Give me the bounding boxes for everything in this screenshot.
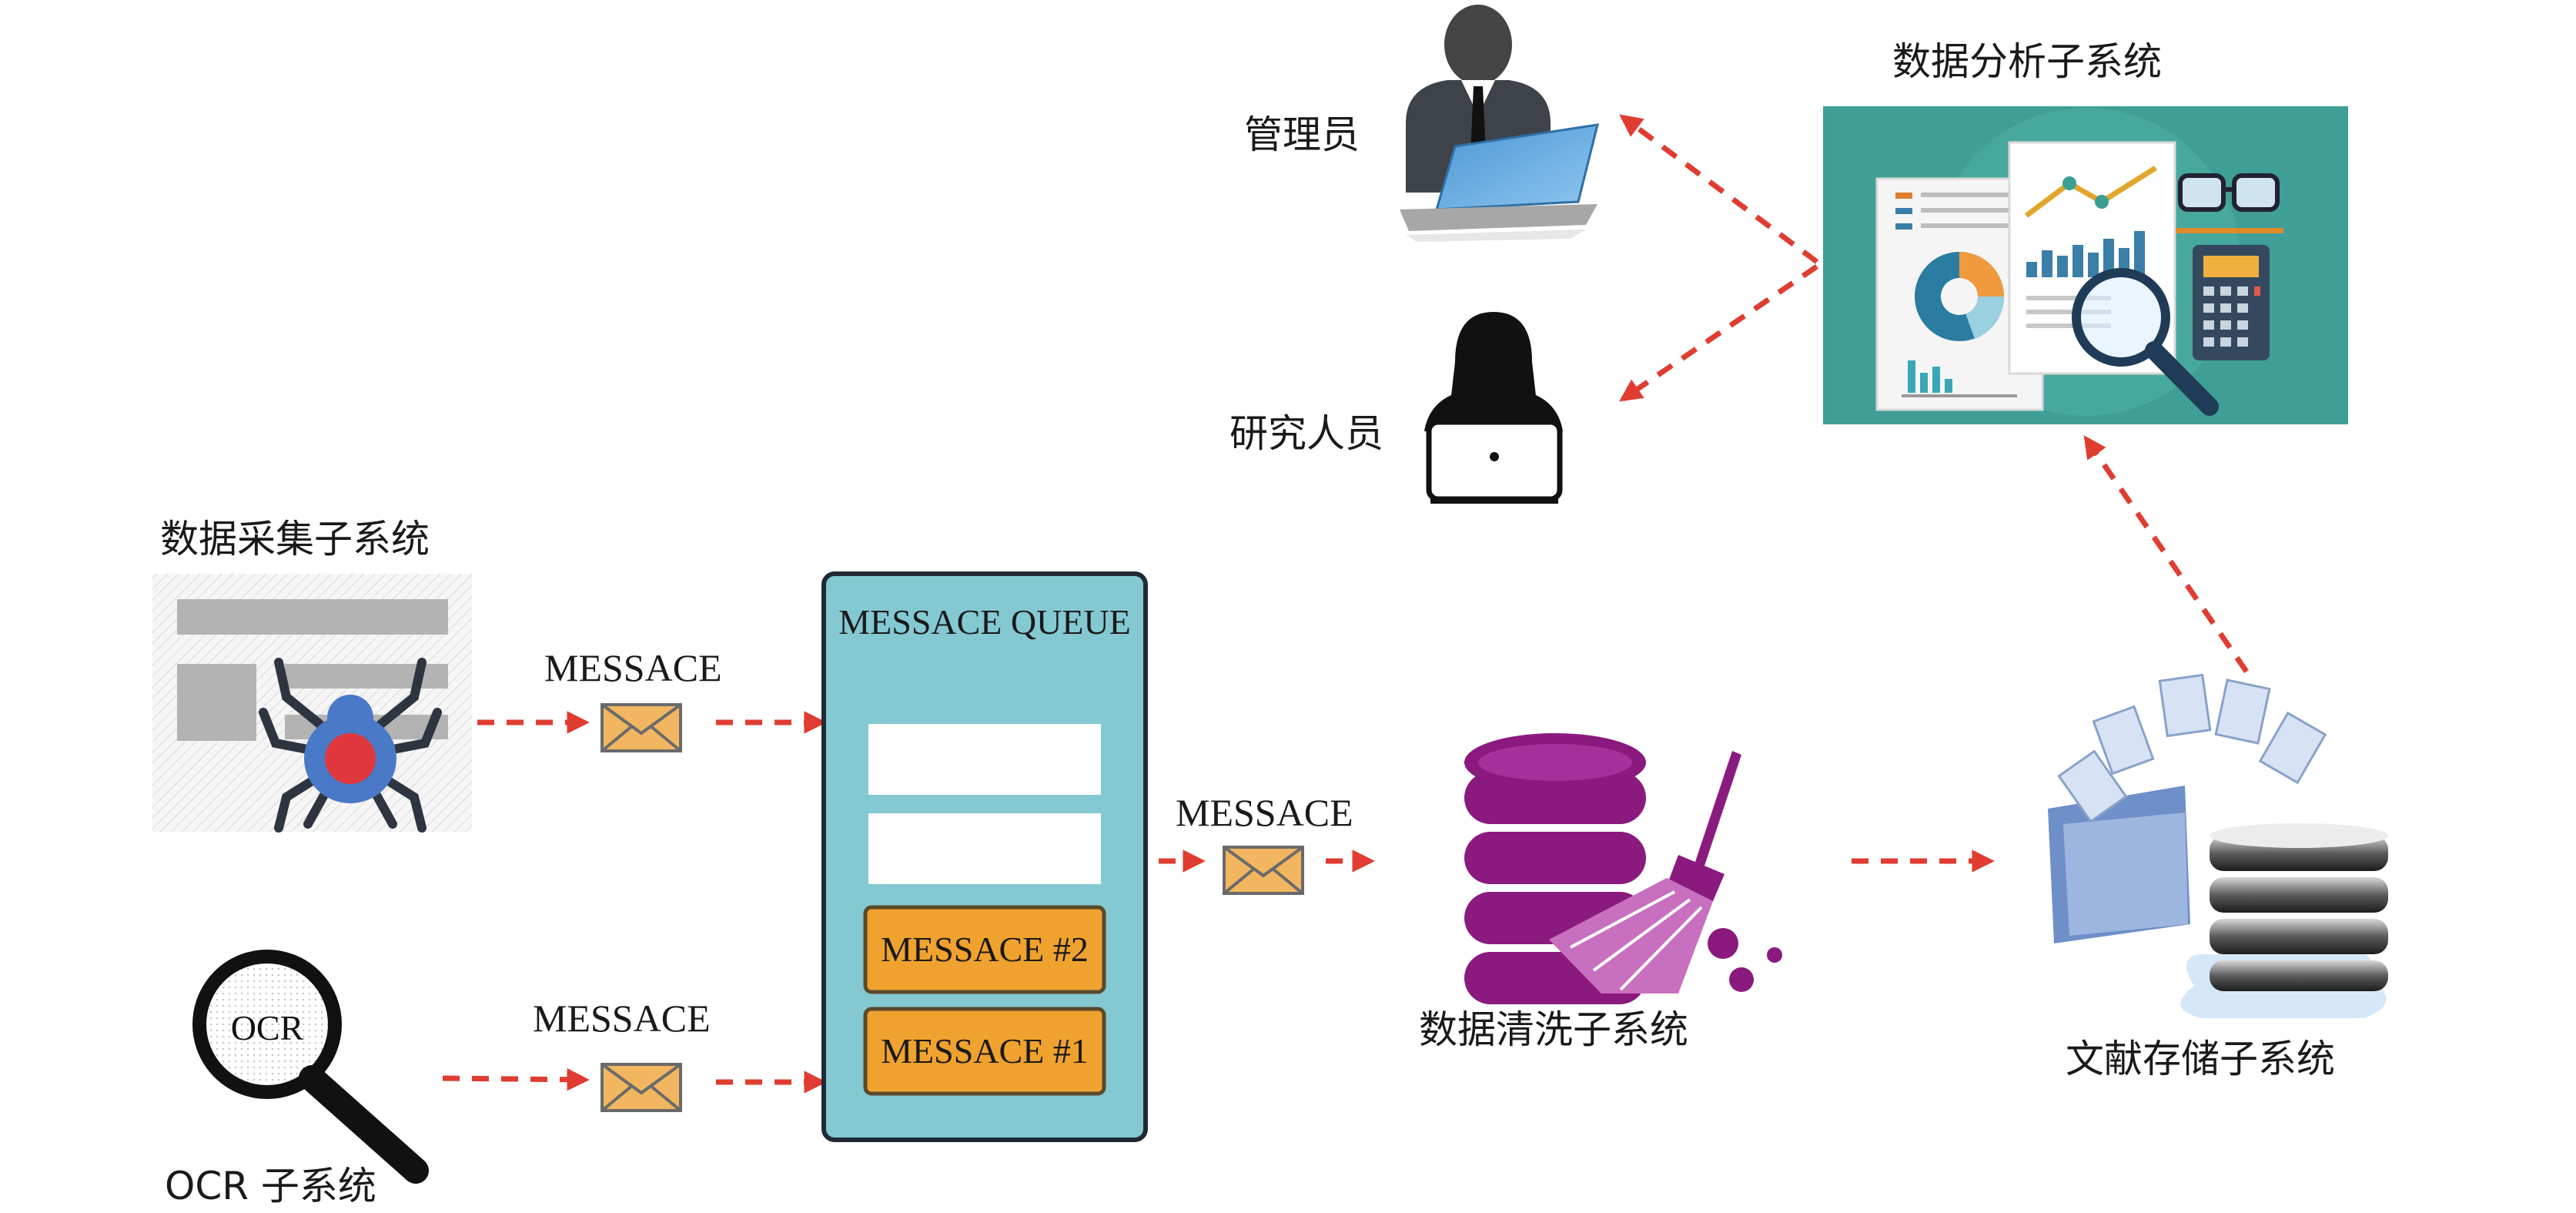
arrow-storage-to-analysis [2083,435,2249,673]
analysis-subsystem-label: 数据分析子系统 [1892,39,2162,84]
envelope-icon [601,703,682,752]
collection-subsystem-label: 数据采集子系统 [160,517,430,561]
web-crawler-icon [152,574,472,833]
message-label-cleaning: MESSACE [1176,791,1353,834]
ocr-magnifier-icon [192,950,429,1184]
arrow-analysis-to-researcher [1619,264,1818,402]
document-storage-icon [2048,673,2388,1018]
message-label-collection: MESSACE [544,646,722,689]
database-cleaning-icon [1464,733,1782,1004]
researcher-label: 研究人员 [1229,411,1383,456]
ocr-subsystem-label: OCR 子系统 [165,1164,376,1208]
envelope-icon [601,1063,682,1112]
queue-message-1-box [863,1007,1106,1096]
arrow-ocr-to-envelope [442,1068,590,1091]
queue-empty-slot [868,813,1101,884]
ocr-lens-label: OCR [231,1008,304,1047]
queue-message-2-box [863,905,1106,994]
message-label-ocr: MESSACE [533,997,711,1040]
queue-message-1-label: MESSACE #1 [881,1031,1089,1071]
queue-empty-slot [868,724,1101,795]
envelope-icon [1223,846,1304,895]
researcher-user-icon [1424,312,1563,504]
cleaning-subsystem-label: 数据清洗子系统 [1419,1007,1688,1052]
storage-subsystem-label: 文献存储子系统 [2066,1037,2335,1081]
admin-label: 管理员 [1244,112,1360,157]
queue-title: MESSACE QUEUE [838,602,1131,642]
message-queue [821,571,1148,1142]
admin-user-icon [1400,5,1600,242]
analysis-dashboard-icon [1823,106,2348,424]
arrows [442,114,2249,1094]
arrow-analysis-to-admin [1619,114,1819,264]
queue-message-2-label: MESSACE #2 [881,930,1089,969]
